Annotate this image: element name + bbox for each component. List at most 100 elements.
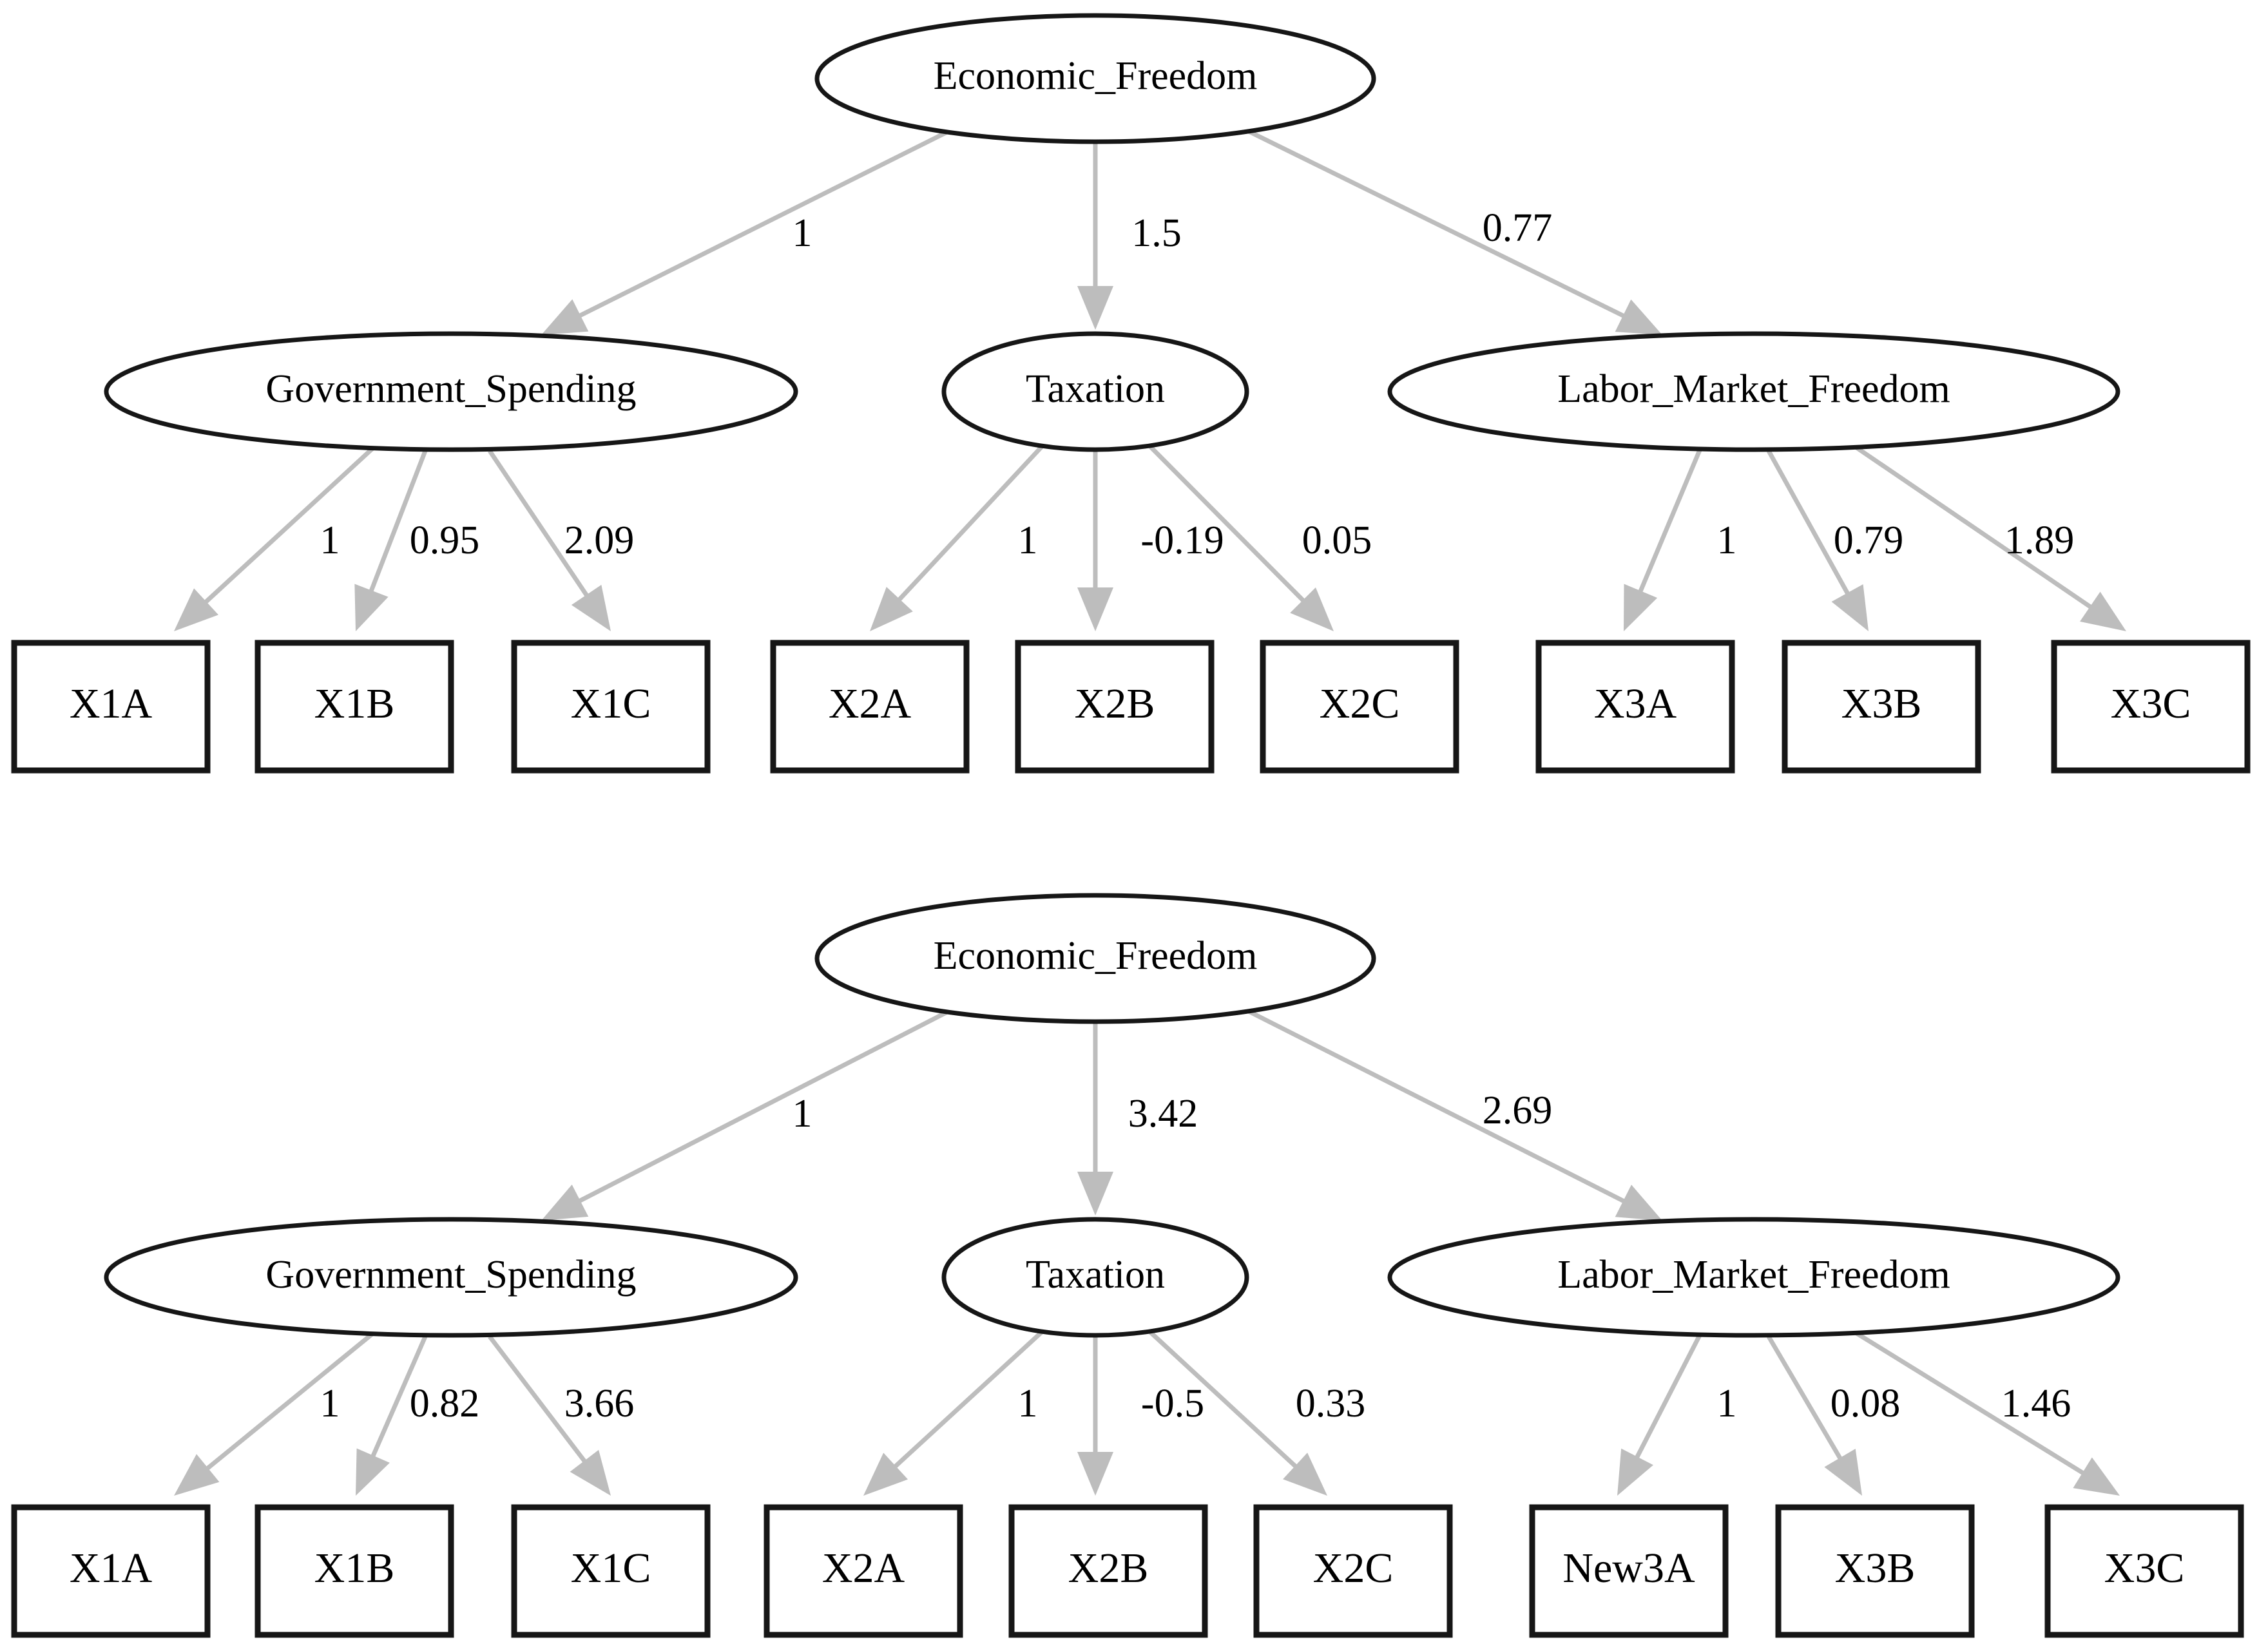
- path-coefficient-p-tax-x2b-top: -0.19: [1140, 519, 1224, 562]
- path-coefficient-p-ef-gs-top: 1: [793, 211, 812, 255]
- indicator-rect[interactable]: [255, 640, 454, 774]
- path-arrow-p-lmf-x3b-top: [1766, 450, 1869, 631]
- path-coefficient-p-lmf-x3c-bot: 1.46: [2001, 1382, 2071, 1425]
- path-line-p-gs-x1a-top: [202, 443, 379, 606]
- latent-ellipse[interactable]: [814, 13, 1376, 144]
- path-arrow-p-gs-x1a-top: [174, 443, 379, 631]
- indicator-node-x3c-bot[interactable]: X3C: [2044, 1504, 2244, 1638]
- path-arrow-p-tax-x2a-top: [870, 443, 1046, 631]
- path-line-p-lmf-x3b-top: [1766, 450, 1852, 598]
- path-line-p-gs-x1c-top: [488, 450, 591, 600]
- latent-node-root[interactable]: Economic_Freedom: [814, 893, 1376, 1024]
- latent-node-labor-top[interactable]: Labor_Market_Freedom: [1387, 331, 2120, 452]
- indicator-node-label: X2A: [822, 1545, 905, 1592]
- indicator-rect[interactable]: [511, 640, 711, 774]
- indicator-node-x1a-top[interactable]: X1A: [11, 640, 211, 774]
- indicator-rect[interactable]: [1535, 640, 1735, 774]
- indicator-rect[interactable]: [764, 1504, 963, 1638]
- indicator-node-label: X2C: [1313, 1545, 1394, 1592]
- latent-ellipse[interactable]: [1387, 1217, 2120, 1338]
- indicator-node-label: X3B: [1841, 680, 1922, 727]
- indicator-rect[interactable]: [255, 1504, 454, 1638]
- edges-layer: [174, 126, 2126, 1496]
- indicator-node-label: X2A: [829, 680, 912, 727]
- path-arrowhead-p-ef-tax-bot: [1077, 1172, 1113, 1215]
- indicator-node-label: X1B: [314, 680, 395, 727]
- indicator-node-label: X1A: [70, 680, 153, 727]
- path-arrowhead-p-gs-x1a-top: [174, 588, 218, 631]
- indicator-node-new3a-bot[interactable]: New3A: [1529, 1504, 1729, 1638]
- path-arrowhead-p-tax-x2a-bot: [863, 1453, 908, 1496]
- indicator-rect[interactable]: [1782, 640, 1981, 774]
- indicator-rect[interactable]: [11, 1504, 211, 1638]
- path-line-p-lmf-x3b-bot: [1766, 1335, 1844, 1463]
- latent-ellipse[interactable]: [941, 331, 1249, 452]
- indicator-rect[interactable]: [1775, 1504, 1975, 1638]
- indicator-node-label: X1C: [571, 1545, 651, 1592]
- indicator-node-x1c-bot[interactable]: X1C: [511, 1504, 711, 1638]
- latent-node-root[interactable]: Economic_Freedom: [814, 13, 1376, 144]
- path-arrowhead-p-lmf-x3c-bot: [2073, 1457, 2120, 1496]
- latent-node-taxation-top[interactable]: Taxation: [941, 331, 1249, 452]
- latent-ellipse[interactable]: [1387, 331, 2120, 452]
- path-coefficient-p-lmf-n3a-bot: 1: [1717, 1382, 1737, 1425]
- indicator-node-x2a-bot[interactable]: X2A: [764, 1504, 963, 1638]
- path-coefficient-p-ef-lmf-top: 0.77: [1483, 206, 1553, 250]
- indicator-node-x2b-bot[interactable]: X2B: [1008, 1504, 1208, 1638]
- path-arrowhead-p-gs-x1b-top: [354, 584, 389, 631]
- path-arrowhead-p-tax-x2a-top: [870, 587, 913, 631]
- indicator-node-label: X3C: [2104, 1545, 2185, 1592]
- indicator-node-x3c-top[interactable]: X3C: [2051, 640, 2251, 774]
- indicator-node-x2a-top[interactable]: X2A: [770, 640, 970, 774]
- indicator-node-x1b-top[interactable]: X1B: [255, 640, 454, 774]
- latent-node-labor-bot[interactable]: Labor_Market_Freedom: [1387, 1217, 2120, 1338]
- indicator-node-x2b-top[interactable]: X2B: [1015, 640, 1215, 774]
- indicator-rect[interactable]: [1008, 1504, 1208, 1638]
- indicator-rect[interactable]: [1015, 640, 1215, 774]
- latent-ellipse[interactable]: [814, 893, 1376, 1024]
- indicator-rect[interactable]: [2051, 640, 2251, 774]
- indicator-node-x2c-bot[interactable]: X2C: [1253, 1504, 1453, 1638]
- latent-node-gov-spending-bot[interactable]: Government_Spending: [104, 1217, 798, 1338]
- path-arrow-p-tax-x2b-top: [1077, 451, 1113, 631]
- latent-node-label: Economic_Freedom: [934, 54, 1258, 98]
- indicator-node-x1c-top[interactable]: X1C: [511, 640, 711, 774]
- indicator-node-x1b-bot[interactable]: X1B: [255, 1504, 454, 1638]
- latent-node-label: Taxation: [1026, 1253, 1165, 1297]
- latent-node-gov-spending-top[interactable]: Government_Spending: [104, 331, 798, 452]
- path-arrowhead-p-ef-gs-top: [541, 299, 589, 335]
- path-arrowhead-p-ef-lmf-top: [1615, 299, 1662, 335]
- latent-ellipse[interactable]: [941, 1217, 1249, 1338]
- indicator-rect[interactable]: [11, 640, 211, 774]
- path-line-p-lmf-x3c-bot: [1854, 1331, 2088, 1477]
- indicator-node-label: X3C: [2111, 680, 2191, 727]
- latent-node-label: Taxation: [1026, 367, 1165, 411]
- indicator-rect[interactable]: [770, 640, 970, 774]
- latent-node-label: Labor_Market_Freedom: [1557, 1253, 1950, 1297]
- indicator-node-x2c-top[interactable]: X2C: [1260, 640, 1459, 774]
- path-coefficient-p-ef-tax-top: 1.5: [1131, 211, 1182, 255]
- path-arrow-p-ef-lmf-top: [1242, 126, 1662, 335]
- path-arrow-p-ef-lmf-bot: [1242, 1006, 1662, 1221]
- latent-ellipse[interactable]: [104, 331, 798, 452]
- indicator-node-x3b-top[interactable]: X3B: [1782, 640, 1981, 774]
- indicator-rect[interactable]: [1253, 1504, 1453, 1638]
- path-arrow-p-tax-x2c-bot: [1146, 1328, 1327, 1496]
- latent-ellipse[interactable]: [104, 1217, 798, 1338]
- indicator-node-x1a-bot[interactable]: X1A: [11, 1504, 211, 1638]
- indicator-node-x3b-bot[interactable]: X3B: [1775, 1504, 1975, 1638]
- path-line-p-gs-x1b-bot: [369, 1335, 428, 1460]
- path-coefficient-p-tax-x2c-top: 0.05: [1302, 519, 1372, 562]
- path-arrow-p-gs-x1c-top: [488, 450, 611, 631]
- path-arrowhead-p-lmf-x3b-bot: [1824, 1449, 1862, 1496]
- latent-node-label: Labor_Market_Freedom: [1557, 367, 1950, 411]
- path-line-p-lmf-n3a-bot: [1633, 1331, 1704, 1462]
- path-coefficient-p-ef-lmf-bot: 2.69: [1483, 1089, 1553, 1132]
- path-line-p-tax-x2a-bot: [891, 1328, 1046, 1471]
- indicator-node-x3a-top[interactable]: X3A: [1535, 640, 1735, 774]
- indicator-rect[interactable]: [1529, 1504, 1729, 1638]
- indicator-rect[interactable]: [511, 1504, 711, 1638]
- indicator-rect[interactable]: [2044, 1504, 2244, 1638]
- indicator-rect[interactable]: [1260, 640, 1459, 774]
- latent-node-taxation-bot[interactable]: Taxation: [941, 1217, 1249, 1338]
